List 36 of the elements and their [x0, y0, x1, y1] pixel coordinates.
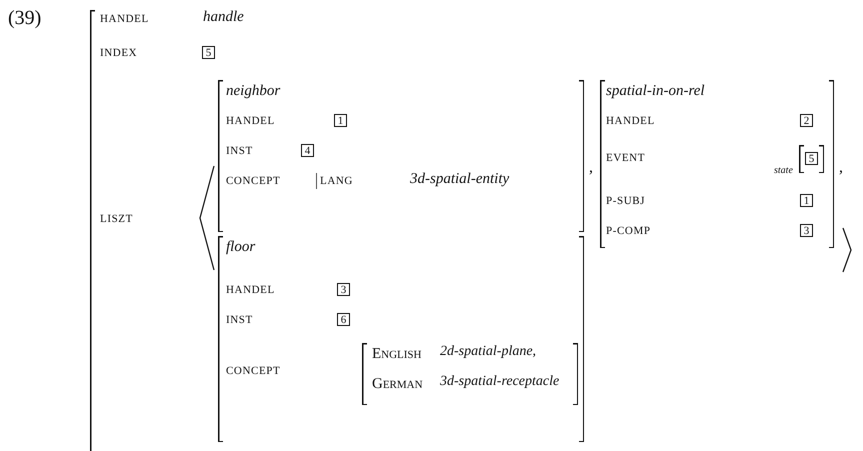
- attribute-name: CONCEPT: [226, 366, 280, 377]
- coindex-tag: 5: [202, 46, 215, 59]
- type-value: 2d-spatial-plane,: [440, 345, 536, 359]
- comma: ,: [589, 160, 593, 176]
- attribute-name: INDEX: [100, 48, 138, 59]
- coindex-tag: 6: [337, 313, 350, 326]
- coindex-tag: 5: [805, 152, 818, 165]
- type-name: spatial-in-on-rel: [606, 84, 705, 99]
- type-value: 3d-spatial-entity: [410, 172, 510, 187]
- attribute-name: P-SUBJ: [606, 196, 646, 207]
- coindex-tag: 4: [301, 144, 314, 157]
- attribute-name: HANDEL: [100, 14, 149, 25]
- attribute-name: HANDEL: [226, 285, 275, 296]
- attribute-name: INST: [226, 315, 253, 326]
- type-value: 3d-spatial-receptacle: [440, 375, 560, 389]
- attribute-name: HANDEL: [606, 116, 655, 127]
- attribute-name: CONCEPT: [226, 176, 280, 187]
- attribute-name: HANDEL: [226, 116, 275, 127]
- attribute-name: INST: [226, 146, 253, 157]
- attribute-name: English: [372, 347, 422, 362]
- coindex-tag: 3: [800, 224, 813, 237]
- coindex-tag: 3: [337, 283, 350, 296]
- type-subscript: state: [774, 166, 793, 176]
- type-value: handle: [203, 10, 244, 25]
- coindex-tag: 1: [334, 114, 347, 127]
- comma: ,: [839, 160, 843, 176]
- coindex-tag: 2: [800, 114, 813, 127]
- attribute-name: P-COMP: [606, 226, 651, 237]
- coindex-tag: 1: [800, 194, 813, 207]
- attribute-name: LANG: [316, 173, 353, 189]
- attribute-name: German: [372, 377, 423, 392]
- example-number: (39): [8, 8, 42, 28]
- attribute-name: LISZT: [100, 214, 133, 225]
- attribute-name: EVENT: [606, 153, 646, 164]
- type-name: neighbor: [226, 84, 280, 99]
- type-name: floor: [226, 240, 256, 255]
